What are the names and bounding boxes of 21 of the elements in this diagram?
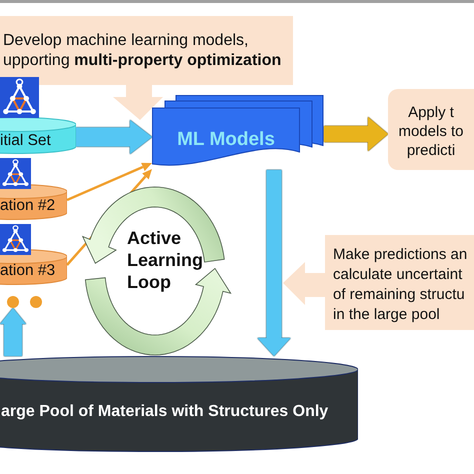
block-arrow xyxy=(258,170,290,356)
node-label: Active Learning Loop xyxy=(127,227,204,293)
node-label: ation #2 xyxy=(0,197,56,216)
arrow xyxy=(66,162,152,202)
block-arrow xyxy=(0,308,26,356)
dot xyxy=(30,296,42,308)
node-label: Develop machine learning models, upporting multi-property optimization xyxy=(3,31,282,71)
database-cylinder xyxy=(0,117,76,154)
node-label: arge Pool of Materials with Structures Only xyxy=(1,402,328,421)
process-box xyxy=(388,89,474,170)
node-label: ation #3 xyxy=(0,262,56,280)
database-cylinder xyxy=(0,184,67,220)
node-label: Apply t models to predicti xyxy=(397,103,465,160)
node-label: Make predictions an calculate uncertaint of remaining structu in the large pool xyxy=(333,245,468,325)
block-arrow xyxy=(76,120,152,154)
node-label: itial Set xyxy=(0,132,51,150)
callout-box xyxy=(283,235,474,330)
dot xyxy=(7,296,19,308)
database-cylinder xyxy=(0,356,358,452)
node-label: ML Models xyxy=(177,128,275,150)
database-cylinder xyxy=(0,249,67,285)
